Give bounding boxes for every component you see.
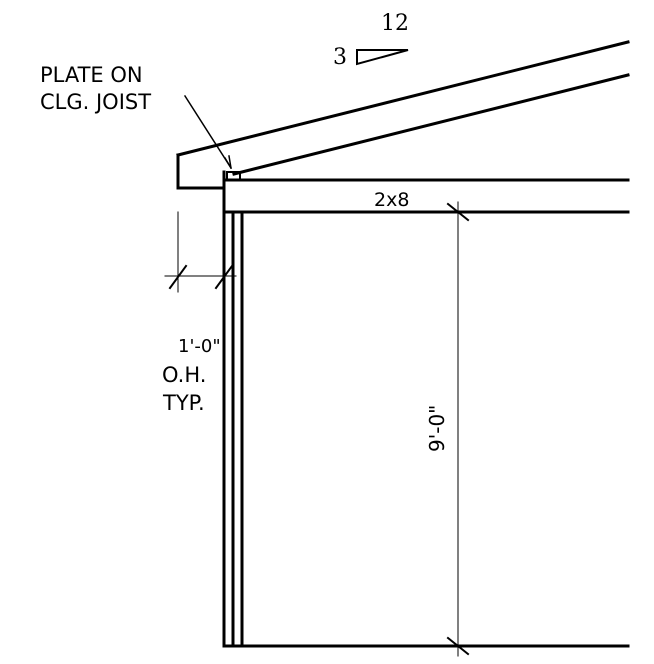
wall — [222, 210, 244, 648]
overhang-typ-label: TYP. — [162, 391, 205, 415]
overhang-dimension-label: 1'-0" — [178, 336, 221, 357]
height-tick-bottom — [446, 636, 470, 656]
overhang-oh-label: O.H. — [162, 363, 206, 387]
ceiling-joist — [222, 170, 630, 214]
rafter — [176, 40, 630, 190]
top-plate — [226, 171, 241, 181]
slope-triangle — [356, 49, 409, 66]
callout-leader — [183, 94, 233, 170]
callout-arrowhead — [223, 155, 233, 170]
overhang-tick-right — [214, 264, 234, 290]
height-tick-top — [446, 202, 470, 222]
joist-size-label: 2x8 — [374, 189, 409, 211]
slope-rise-label: 3 — [333, 45, 347, 70]
callout-line-1: PLATE ON — [40, 63, 143, 87]
overhang-tick-left — [168, 264, 188, 290]
slope-run-label: 12 — [381, 11, 409, 36]
callout-line-2: CLG. JOIST — [40, 90, 151, 114]
wall-height-label: 9'-0" — [425, 405, 449, 452]
